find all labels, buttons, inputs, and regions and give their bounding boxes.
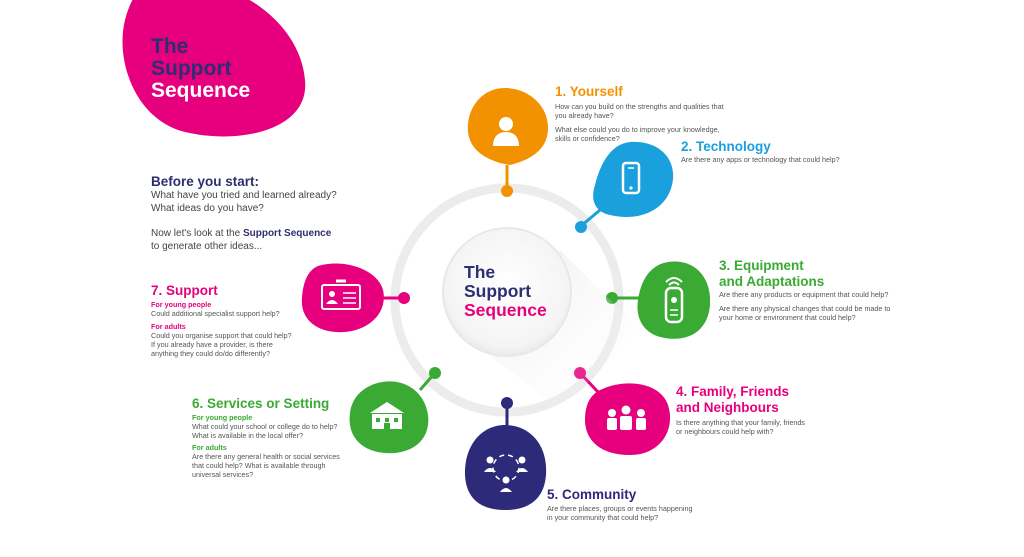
step-family-title-2: and Neighbours <box>676 400 779 415</box>
intro-line3-bold: Support Sequence <box>242 228 332 239</box>
blob-technology <box>593 141 674 217</box>
step-support-title: 7. Support <box>151 283 218 298</box>
step-services: 6. Services or Setting For young people … <box>192 396 352 479</box>
step-equipment-title-1: 3. Equipment <box>719 258 804 273</box>
intro-heading: Before you start: <box>151 174 260 189</box>
id-card-icon <box>321 279 361 310</box>
blob-community <box>464 425 547 510</box>
step-equipment-title-2: and Adaptations <box>719 274 825 289</box>
header-title-line3: Sequence <box>151 79 251 102</box>
connector-dot-6 <box>429 367 441 379</box>
intro-line3: Now let's look at the Support Sequence <box>151 227 337 240</box>
step-yourself-title: 1. Yourself <box>555 84 623 99</box>
step-family-text-1: Is there anything that your family, frie… <box>676 418 805 427</box>
header-title-line2: Support <box>151 57 232 80</box>
connector-dot-7 <box>398 292 410 304</box>
remote-control-icon <box>664 277 684 324</box>
step-yourself: 1. Yourself How can you build on the str… <box>555 84 755 143</box>
step-family-title-1: 4. Family, Friends <box>676 384 790 399</box>
step-services-young-text-1: What could your school or college do to … <box>192 422 338 431</box>
step-support: 7. Support For young people Could additi… <box>151 283 311 358</box>
intro-line2: What ideas do you have? <box>151 203 264 214</box>
step-services-adult-text-1: Are there any general health or social s… <box>192 452 340 461</box>
person-icon <box>493 117 519 146</box>
step-family-text-2: or neighbours could help with? <box>676 427 774 436</box>
step-equipment: 3. Equipment and Adaptations Are there a… <box>719 258 919 322</box>
step-community-title: 5. Community <box>547 487 637 502</box>
step-support-adult-text-2: If you already have a provider, is there <box>151 340 273 349</box>
step-equipment-text-1: Are there any products or equipment that… <box>719 290 889 299</box>
step-support-young-text-1: Could additional specialist support help… <box>151 309 280 318</box>
step-support-adult-text-3: anything they could do/do differently? <box>151 349 270 358</box>
centre-title-line1: The <box>464 262 496 282</box>
community-icon <box>484 454 528 492</box>
step-support-adult-text-1: Could you organise support that could he… <box>151 331 292 340</box>
intro-line3-pre: Now let's look at the <box>151 228 243 239</box>
step-community-text-2: in your community that could help? <box>547 513 659 522</box>
step-services-adult-label: For adults <box>192 443 227 452</box>
step-services-young-label: For young people <box>192 413 253 422</box>
step-yourself-text-2: you already have? <box>555 111 614 120</box>
building-icon <box>370 402 404 429</box>
step-technology-title: 2. Technology <box>681 139 771 154</box>
step-family: 4. Family, Friends and Neighbours Is the… <box>676 384 876 436</box>
connector-dot-5 <box>501 397 513 409</box>
intro-line4: to generate other ideas... <box>151 241 263 252</box>
step-technology-text-1: Are there any apps or technology that co… <box>681 155 840 164</box>
blob-support <box>301 263 384 333</box>
step-support-young-label: For young people <box>151 300 212 309</box>
step-services-young-text-2: What is available in the local offer? <box>192 431 303 440</box>
step-equipment-text-3: your home or environment that could help… <box>719 313 856 322</box>
step-community-text-1: Are there places, groups or events happe… <box>547 504 693 513</box>
step-services-title: 6. Services or Setting <box>192 396 330 411</box>
step-community: 5. Community Are there places, groups or… <box>547 487 747 522</box>
centre-title: The Support Sequence <box>464 263 547 320</box>
step-services-adult-text-3: universal services? <box>192 470 254 479</box>
connector-dot-1 <box>501 185 513 197</box>
step-technology: 2. Technology Are there any apps or tech… <box>681 139 881 164</box>
intro-line1: What have you tried and learned already? <box>151 190 337 201</box>
header-blob <box>122 0 306 137</box>
step-support-adult-label: For adults <box>151 322 186 331</box>
centre-disc <box>442 227 572 357</box>
family-icon <box>607 405 646 430</box>
intro-block: Before you start: What have you tried an… <box>151 174 337 253</box>
header-title: The Support Sequence <box>151 36 250 102</box>
step-services-adult-text-2: that could help? What is available throu… <box>192 461 326 470</box>
step-equipment-text-2: Are there any physical changes that coul… <box>719 304 891 313</box>
centre-title-line2: Support <box>464 281 532 301</box>
header-title-line1: The <box>151 35 189 58</box>
connector-dot-2 <box>575 221 587 233</box>
step-yourself-text-3: What else could you do to improve your k… <box>555 125 720 134</box>
step-yourself-text-4: skills or confidence? <box>555 134 620 143</box>
phone-icon <box>621 161 641 195</box>
centre-title-line3: Sequence <box>464 300 547 320</box>
step-yourself-text-1: How can you build on the strengths and q… <box>555 102 724 111</box>
